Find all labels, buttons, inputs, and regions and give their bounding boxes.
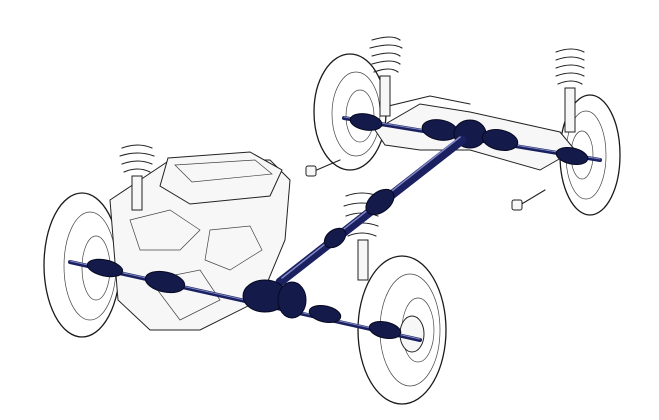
front-strut-left (119, 144, 155, 211)
center-bearing (323, 227, 347, 249)
propeller-shaft (275, 135, 467, 287)
front-left-inner-cv (144, 270, 186, 294)
front-right-outer-cv (368, 320, 402, 340)
rear-strut-left (369, 36, 403, 117)
front-drive (68, 258, 422, 342)
rear-strut-right (555, 48, 585, 133)
front-right-wheel (357, 255, 447, 405)
rear-left-cv-boot (349, 113, 383, 131)
front-left-outer-cv (86, 258, 124, 278)
rear-drive (342, 113, 602, 166)
rear-right-cv-boot (555, 146, 589, 166)
